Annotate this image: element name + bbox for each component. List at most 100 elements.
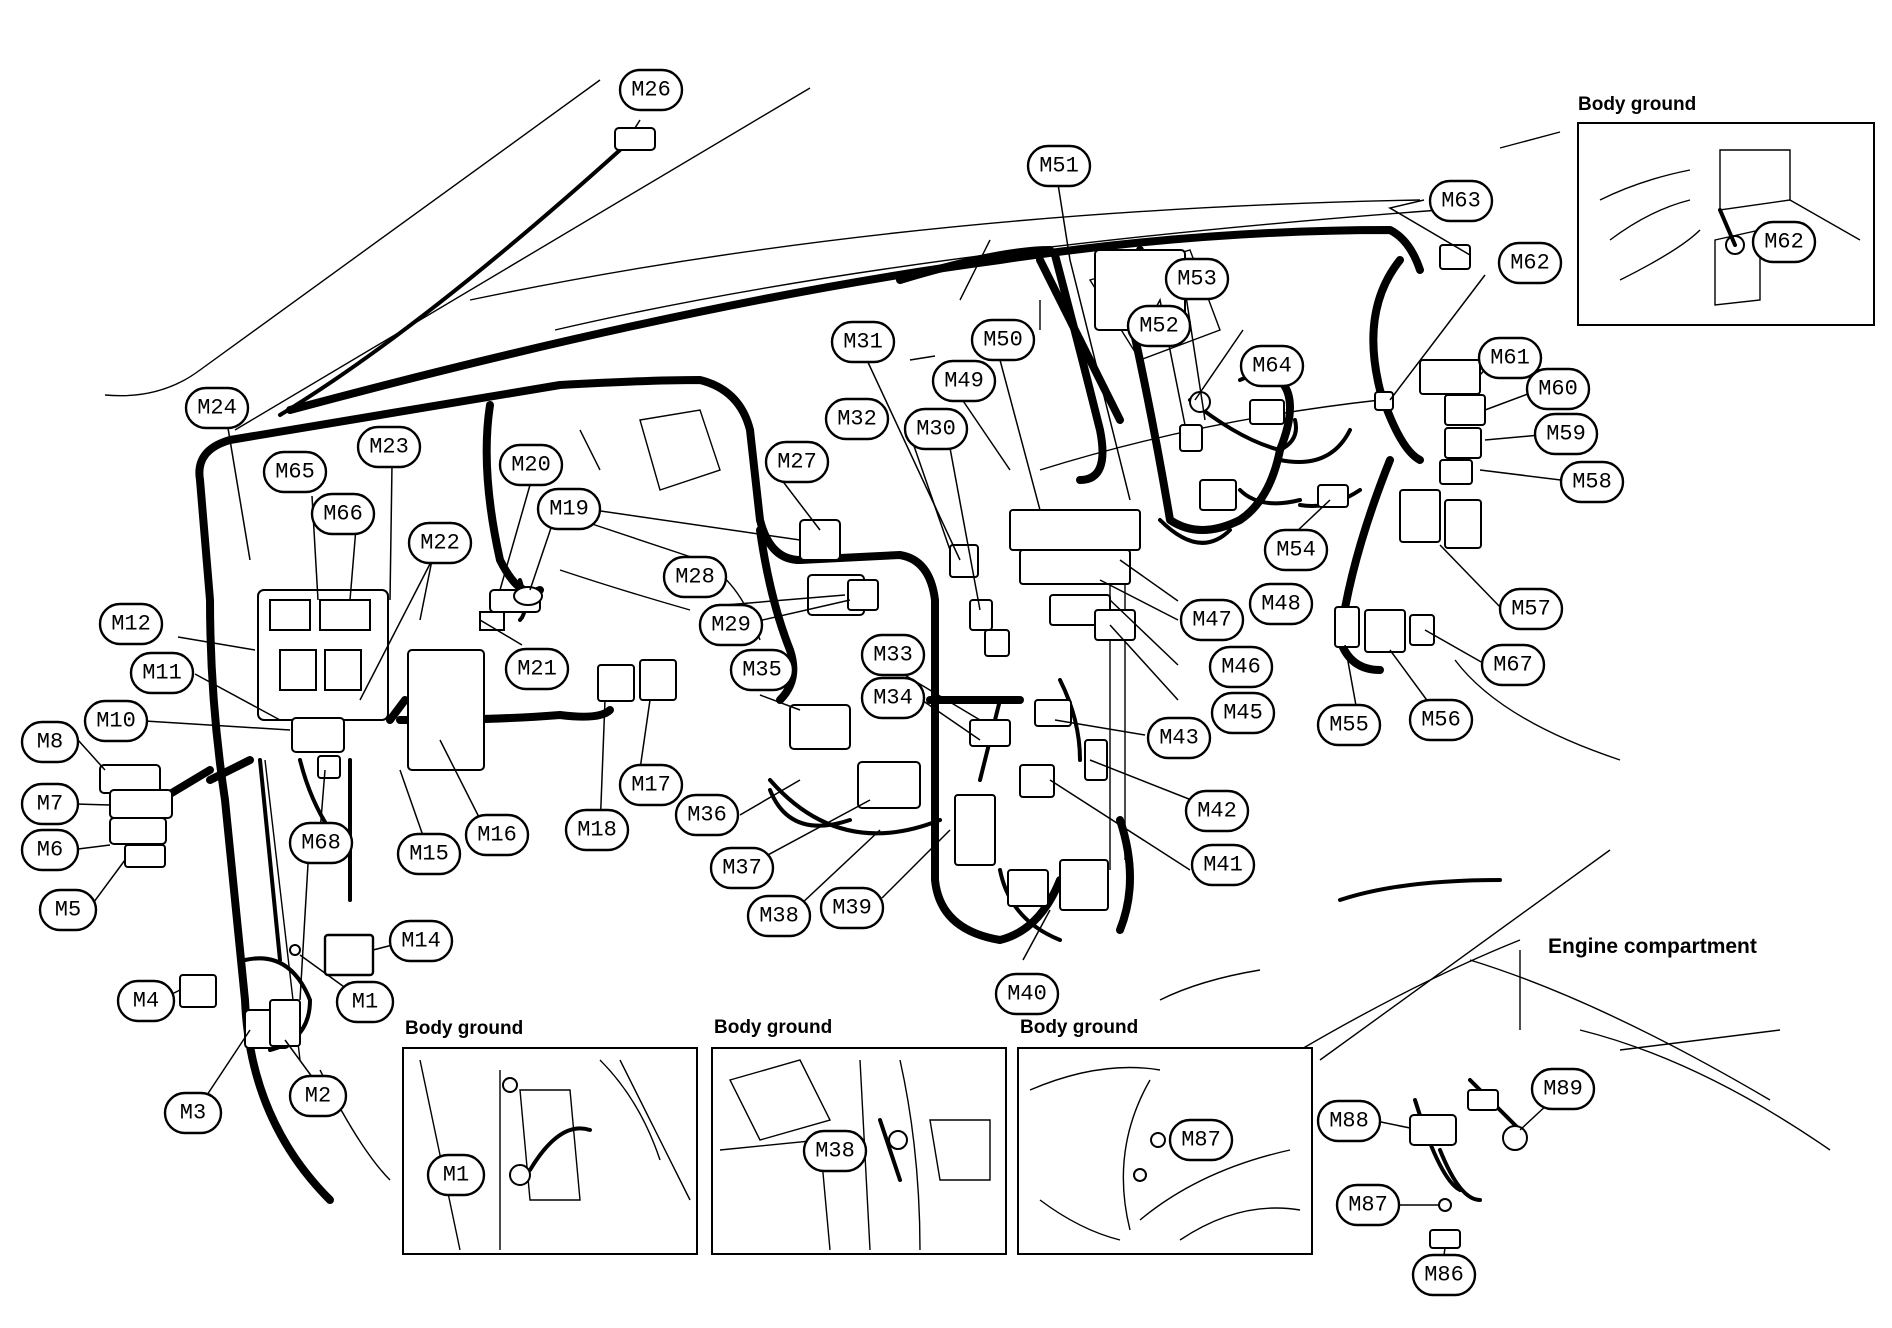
callout-m29: M29 [698,603,764,647]
connectors [99,127,1528,1249]
svg-text:M34: M34 [873,686,913,711]
connector-m36 [857,761,921,809]
svg-text:M54: M54 [1276,538,1316,563]
callout-m38: M38 [746,894,812,938]
ground-m1 [289,944,301,956]
svg-text:M46: M46 [1221,655,1261,680]
connector-m2 [269,999,301,1047]
connector-m43 [1034,699,1072,727]
connector-m8 [99,764,161,794]
callout-m14: M14 [388,919,454,963]
callout-m46: M46 [1208,645,1274,689]
connector-m7 [109,789,173,819]
svg-text:M55: M55 [1329,713,1369,738]
svg-text:M14: M14 [401,929,441,954]
inset-body-ground-top-right: Body ground M62 [1577,94,1875,326]
svg-text:M11: M11 [142,661,182,686]
svg-text:M39: M39 [832,896,872,921]
svg-text:M53: M53 [1177,267,1217,292]
callout-m23: M23 [356,425,422,469]
svg-text:M18: M18 [577,818,617,843]
callout-m41: M41 [1190,843,1256,887]
connector-m31 [969,599,993,631]
callout-m55: M55 [1316,703,1382,747]
callout-m63: M63 [1428,179,1494,223]
connector-m61 [1419,359,1481,395]
callout-m12: M12 [98,602,164,646]
svg-text:M19: M19 [549,497,589,522]
inset-frame [402,1047,698,1255]
svg-text:M35: M35 [742,658,782,683]
svg-text:M45: M45 [1223,701,1263,726]
callout-m57: M57 [1498,587,1564,631]
callout-m53: M53 [1164,257,1230,301]
callout-m62: M62 [1497,241,1563,285]
svg-text:M51: M51 [1039,154,1079,179]
inset-bolt [1133,1168,1147,1182]
inset-bolt [502,1077,518,1093]
svg-text:M30: M30 [916,417,956,442]
connector-m57a [1399,489,1441,543]
inset-heading-m38: Body ground [714,1017,832,1038]
inset-ground-bolt-m87 [1150,1132,1166,1148]
callout-m11: M11 [129,651,195,695]
inset-callout-m62: M62 [1751,220,1817,264]
callout-m64: M64 [1239,344,1305,388]
inset-callout-m1: M1 [426,1153,486,1197]
svg-text:M38: M38 [759,904,799,929]
connector-m4 [179,974,217,1008]
svg-text:M6: M6 [37,838,63,863]
callout-m26: M26 [618,68,684,112]
callout-m65: M65 [262,450,328,494]
engine-compartment-heading: Engine compartment [1548,935,1757,958]
svg-text:M67: M67 [1493,653,1533,678]
connector-m14 [323,933,375,977]
callout-m87: M87 [1335,1183,1401,1227]
inset-ground-bolt-m38 [888,1130,908,1150]
svg-text:M36: M36 [687,803,727,828]
callout-m30: M30 [903,407,969,451]
callout-m21: M21 [504,647,570,691]
connector-m40a [1007,869,1049,907]
svg-text:M61: M61 [1490,346,1530,371]
svg-text:M26: M26 [631,78,671,103]
svg-text:M59: M59 [1546,422,1586,447]
callout-m42: M42 [1184,789,1250,833]
svg-text:M40: M40 [1007,982,1047,1007]
callout-m39: M39 [819,886,885,930]
connector-m66 [319,599,371,631]
connector-m19 [513,586,543,606]
svg-text:M24: M24 [197,396,237,421]
callout-m28: M28 [662,555,728,599]
leader-lines [69,119,1578,1256]
callout-m58: M58 [1559,460,1625,504]
callout-m6: M6 [20,828,80,872]
svg-text:M3: M3 [180,1101,206,1126]
svg-text:M64: M64 [1252,354,1292,379]
svg-text:M88: M88 [1329,1109,1369,1134]
svg-text:M58: M58 [1572,470,1612,495]
connector-m68 [317,755,341,779]
svg-text:M2: M2 [305,1084,331,1109]
body-outline [104,79,1831,1181]
inset-body-ground-m38: Body ground M38 [711,1017,1007,1255]
connector-m86 [1429,1229,1461,1249]
svg-text:M21: M21 [517,657,557,682]
svg-text:M1: M1 [352,990,378,1015]
callout-m24: M24 [184,386,250,430]
svg-text:M27: M27 [777,450,817,475]
svg-text:M10: M10 [96,709,136,734]
connector-m32 [984,629,1010,657]
inset-body-ground-m1: Body ground M1 [402,1018,698,1255]
connector-m89-b [1467,1089,1499,1111]
callout-m37: M37 [709,846,775,890]
relay-1 [279,649,317,691]
svg-text:M23: M23 [369,435,409,460]
callout-m66: M66 [310,492,376,536]
connector-m54 [1317,484,1349,508]
svg-text:M5: M5 [55,898,81,923]
connector-m18 [597,664,635,702]
svg-text:M15: M15 [409,842,449,867]
svg-text:M48: M48 [1261,592,1301,617]
svg-text:M50: M50 [983,328,1023,353]
